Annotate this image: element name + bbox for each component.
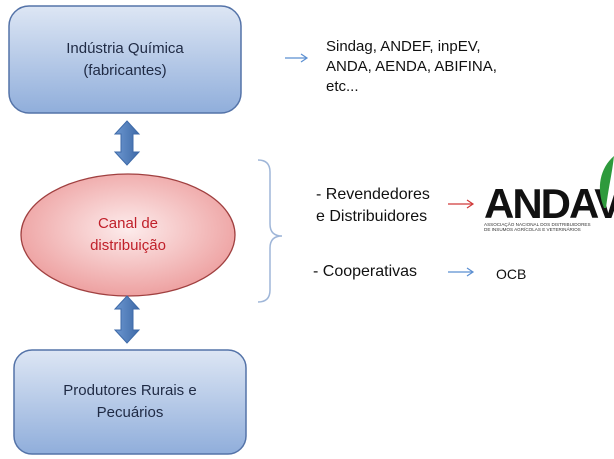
producers-label: Produtores Rurais e Pecuários xyxy=(14,350,246,454)
industry-label: Indústria Química (fabricantes) xyxy=(9,6,241,113)
andav-logo: ANDAV ASSOCIAÇÃO NACIONAL DOS DISTRIBUID… xyxy=(484,152,614,234)
producers-label-line2: Pecuários xyxy=(96,404,164,421)
industry-label-line2: (fabricantes) xyxy=(83,61,167,79)
distribution-label: Canal de distribuição xyxy=(21,174,235,296)
associations-line2: ANDA, AENDA, ABIFINA, xyxy=(326,58,497,75)
cooperatives-label: - Cooperativas xyxy=(313,263,418,280)
double-arrow-top xyxy=(113,120,141,166)
leaf-icon xyxy=(599,156,614,208)
associations-line1: Sindag, ANDEF, inpEV, xyxy=(326,38,481,55)
distribution-ellipse xyxy=(20,173,236,297)
associations-line3: etc... xyxy=(326,78,359,95)
industry-associations: Sindag, ANDEF, inpEV, ANDA, AENDA, ABIFI… xyxy=(326,37,497,97)
resellers-label: - Revendedores e Distribuidores xyxy=(316,184,430,228)
resellers-line1: - Revendedores xyxy=(316,186,430,203)
producers-label-line1: Produtores Rurais e xyxy=(63,382,197,399)
cooperatives-link-arrow xyxy=(448,267,475,277)
resellers-link-arrow xyxy=(448,199,475,209)
channels-brace xyxy=(257,159,283,303)
industry-label-line1: Indústria Química xyxy=(66,39,184,57)
producers-box xyxy=(13,349,247,455)
industry-link-arrow xyxy=(285,53,309,63)
industry-box xyxy=(8,5,242,114)
ocb-label: OCB xyxy=(496,266,527,282)
double-arrow-bottom xyxy=(113,295,141,344)
resellers-line2: e Distribuidores xyxy=(316,208,428,225)
distribution-label-line1: Canal de xyxy=(97,215,159,232)
andav-tagline-line1: ASSOCIAÇÃO NACIONAL DOS DISTRIBUIDORES xyxy=(484,221,591,227)
andav-tagline-line2: DE INSUMOS AGRÍCOLAS E VETERINÁRIOS xyxy=(484,226,581,232)
distribution-label-line2: distribuição xyxy=(90,237,166,254)
andav-wordmark: ANDAV xyxy=(484,180,614,227)
